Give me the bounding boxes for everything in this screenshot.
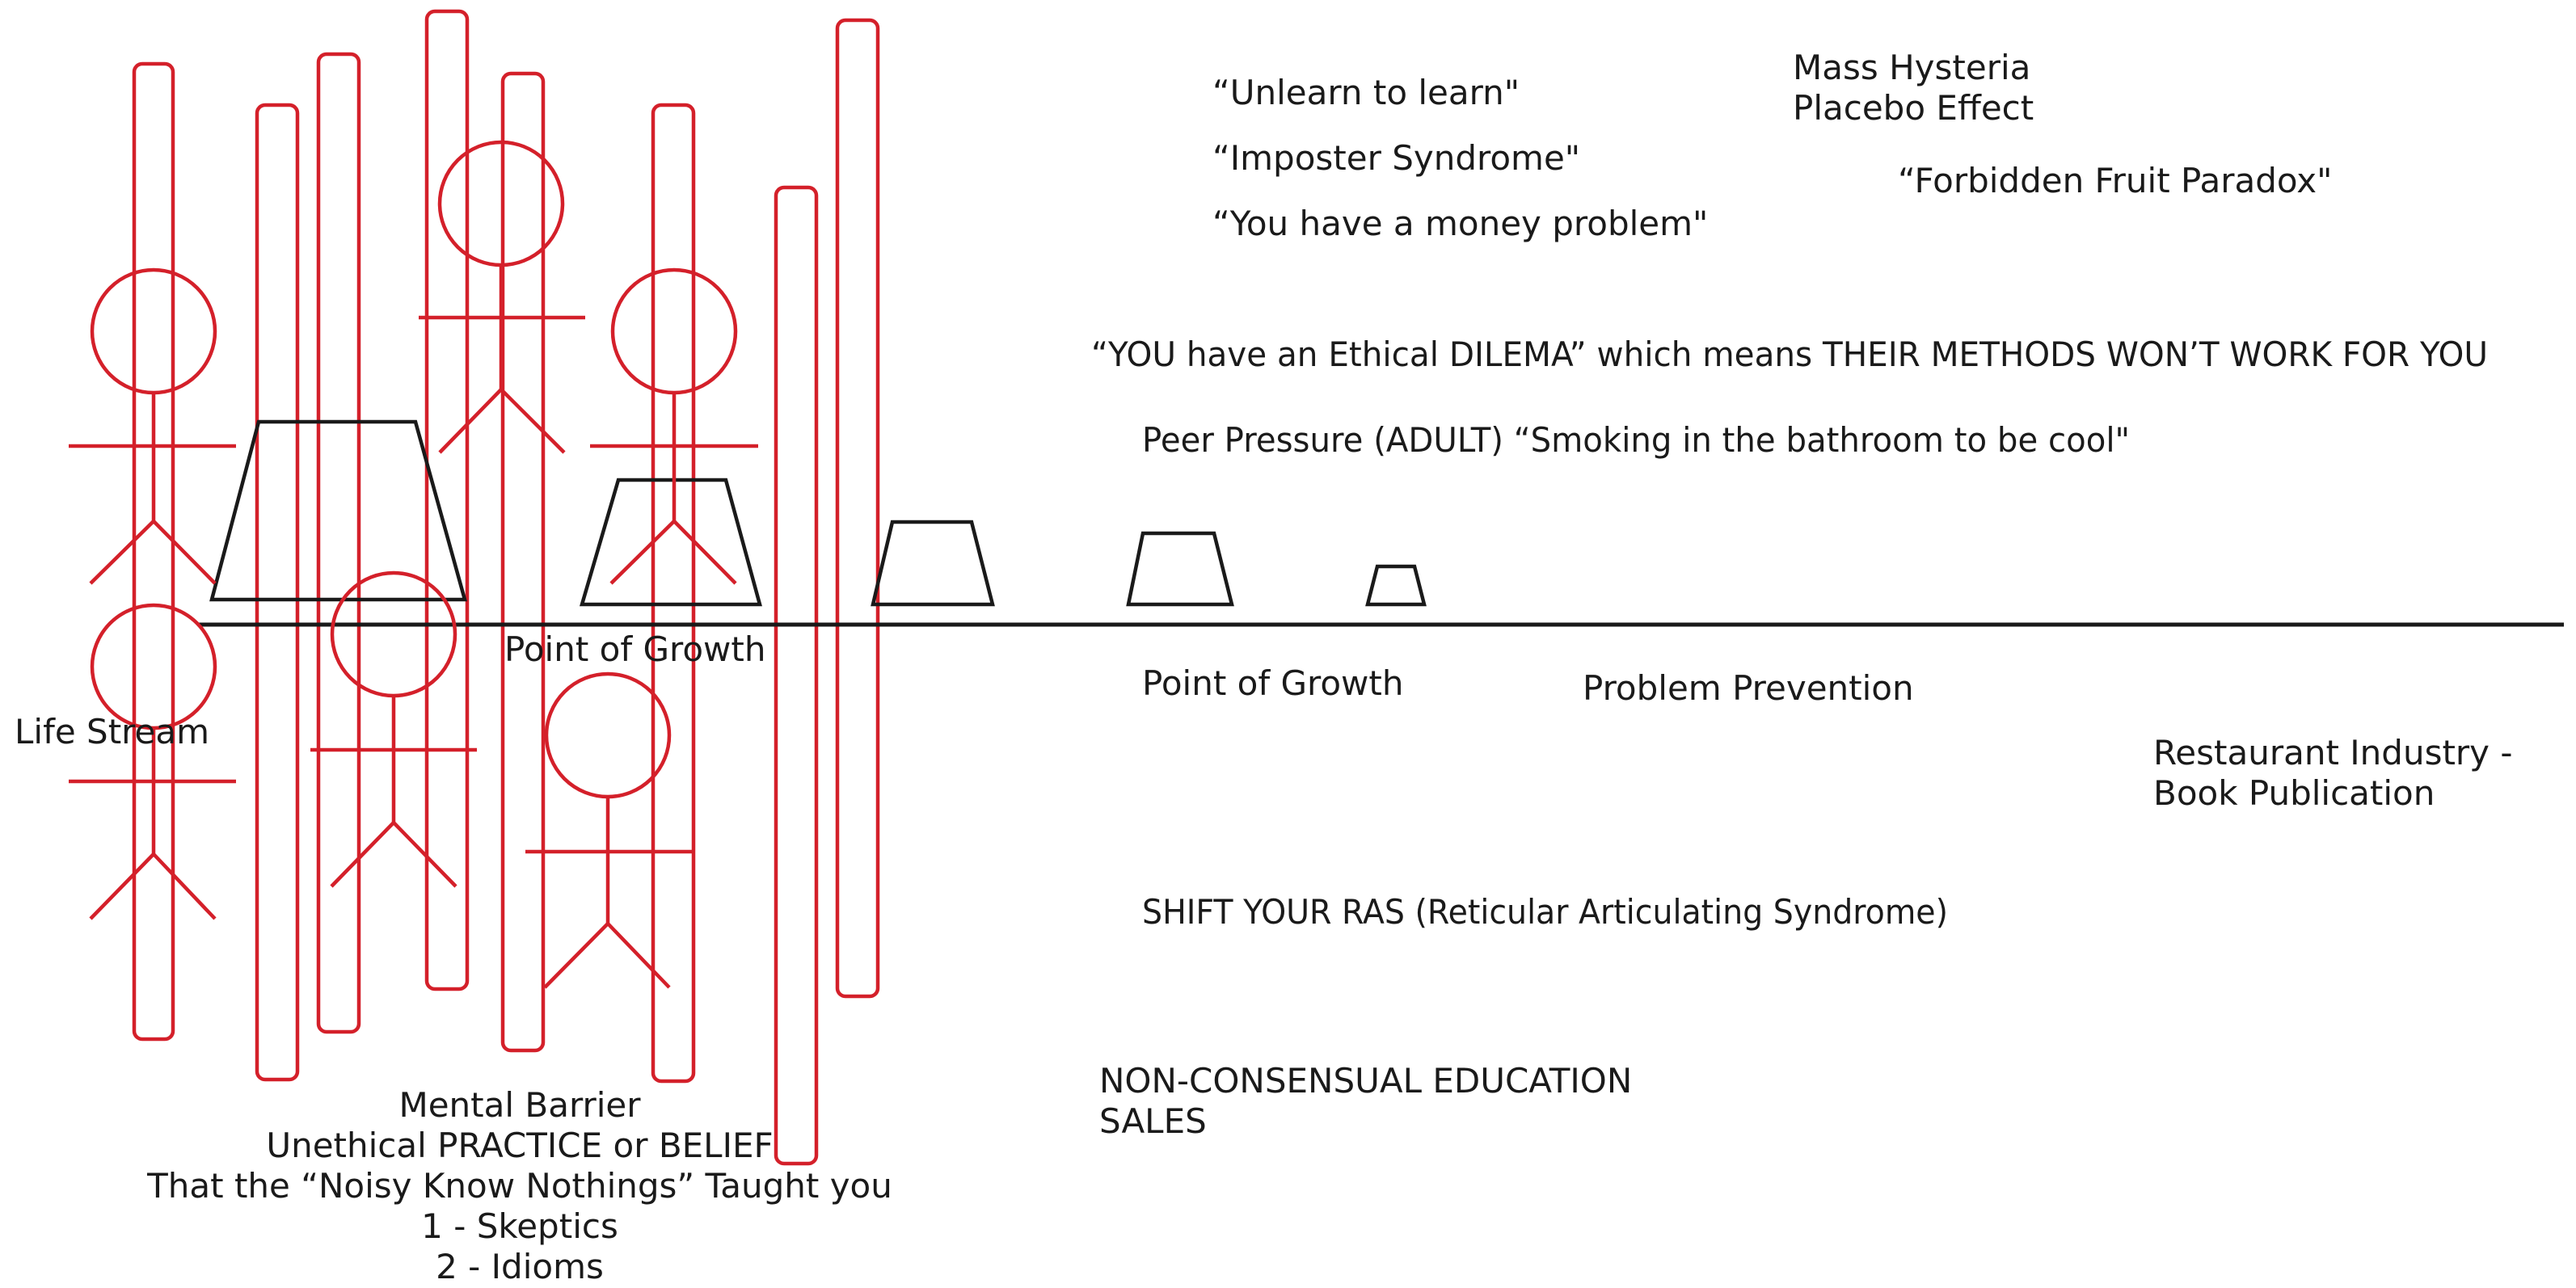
growth-step: [209, 419, 467, 602]
barrier-caption: Mental Barrier Unethical PRACTICE or BEL…: [146, 1085, 892, 1286]
stick-figure: [69, 603, 236, 920]
life-stream-label: Life Stream: [15, 712, 209, 751]
growth-step: [1126, 531, 1234, 607]
shift-ras-label: SHIFT YOUR RAS (Reticular Articulating S…: [1142, 892, 1948, 932]
mass-hysteria-label: Mass Hysteria: [1793, 48, 2030, 87]
mental-barrier-bars: [132, 9, 880, 1166]
placebo-effect-label: Placebo Effect: [1793, 88, 2034, 128]
stick-figure: [419, 140, 585, 454]
barrier-bar: [424, 9, 470, 991]
growth-step: [871, 520, 995, 607]
sales-label: SALES: [1099, 1101, 1207, 1141]
quote-money-problem: “You have a money problem": [1212, 204, 1708, 243]
quote-unlearn: “Unlearn to learn": [1212, 73, 1520, 112]
growth-step: [1365, 564, 1427, 607]
point-of-growth-label-left: Point of Growth: [504, 629, 766, 669]
barrier-caption-line: 1 - Skeptics: [421, 1206, 618, 1246]
quote-imposter: “Imposter Syndrome": [1212, 138, 1580, 178]
stick-figure: [525, 671, 692, 989]
nonconsensual-education-label: NON-CONSENSUAL EDUCATION: [1099, 1061, 1632, 1101]
ethical-dilemma-label: “YOU have an Ethical DILEMA” which means…: [1091, 335, 2488, 374]
stick-figure: [69, 267, 236, 585]
stick-figure: [310, 570, 477, 888]
barrier-caption-line: That the “Noisy Know Nothings” Taught yo…: [146, 1166, 892, 1206]
stick-figure: [590, 267, 758, 585]
barrier-bar: [651, 103, 696, 1084]
restaurant-industry-label: Restaurant Industry -: [2153, 733, 2513, 772]
problem-prevention-label: Problem Prevention: [1583, 668, 1914, 708]
barrier-bar: [132, 61, 175, 1042]
growth-step: [579, 478, 762, 607]
peer-pressure-label: Peer Pressure (ADULT) “Smoking in the ba…: [1142, 420, 2130, 460]
barrier-caption-line: 2 - Idioms: [436, 1247, 604, 1286]
barrier-bar: [316, 52, 361, 1034]
quote-forbidden-fruit: “Forbidden Fruit Paradox": [1898, 161, 2332, 200]
barrier-bar: [835, 18, 880, 999]
barrier-bar: [255, 103, 300, 1082]
point-of-growth-label-right: Point of Growth: [1142, 663, 1404, 703]
barrier-caption-line: Mental Barrier: [398, 1085, 641, 1125]
growth-steps: [209, 419, 1427, 607]
book-publication-label: Book Publication: [2153, 773, 2435, 813]
barrier-caption-line: Unethical PRACTICE or BELIEF: [266, 1126, 773, 1165]
barrier-bar: [500, 71, 546, 1053]
barrier-bar: [774, 185, 819, 1166]
